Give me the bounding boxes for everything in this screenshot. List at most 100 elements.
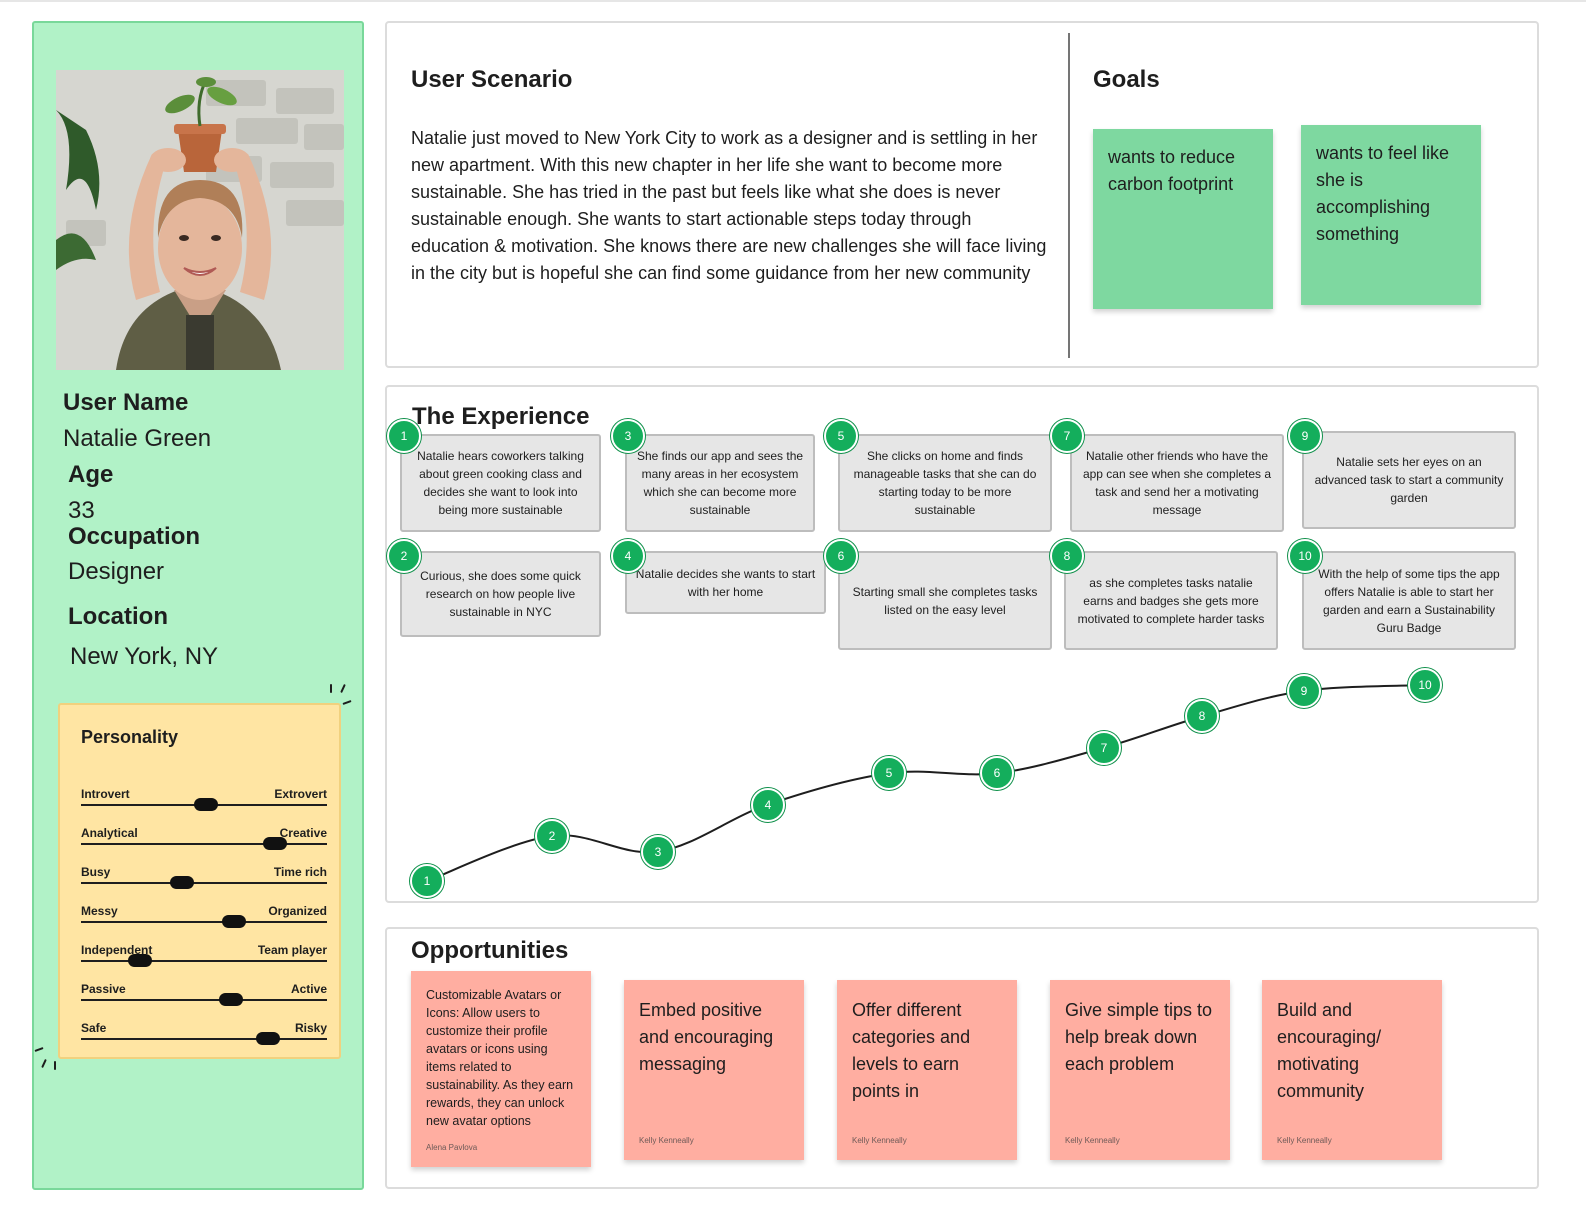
user-name-value: Natalie Green <box>63 425 212 452</box>
journey-point: 9 <box>1287 673 1321 708</box>
sticky-author: Alena Pavlova <box>426 1143 478 1152</box>
experience-step-note[interactable]: Natalie sets her eyes on an advanced tas… <box>1302 431 1516 529</box>
trait-slider-knob[interactable] <box>255 1032 280 1045</box>
sparkle-mark <box>342 700 352 705</box>
trait-right-label: Risky <box>294 1021 327 1035</box>
opportunity-text: Give simple tips to help break down each… <box>1065 1000 1213 1074</box>
sparkle-mark <box>34 1047 44 1052</box>
experience-step-note[interactable]: Curious, she does some quick research on… <box>400 551 601 637</box>
journey-point: 2 <box>535 818 569 853</box>
trait-slider-knob[interactable] <box>221 915 246 928</box>
step-number-badge: 4 <box>611 539 645 573</box>
trait-right-label: Time rich <box>273 865 327 879</box>
scenario-goals-card: User Scenario Natalie just moved to New … <box>385 21 1539 368</box>
goal-sticky[interactable]: wants to feel like she is accomplishing … <box>1301 125 1481 305</box>
opportunity-sticky[interactable]: Offer different categories and levels to… <box>837 980 1017 1160</box>
trait-left-label: Messy <box>81 904 118 918</box>
location-value: New York, NY <box>70 643 219 670</box>
personality-trait: Analytical Creative <box>81 826 327 856</box>
trait-slider-track <box>81 921 327 923</box>
opportunities-title: Opportunities <box>411 937 569 964</box>
experience-card: The Experience Natalie hears coworkers t… <box>385 385 1539 903</box>
step-number-badge: 10 <box>1288 539 1322 573</box>
sparkle-mark <box>330 684 332 693</box>
user-name-label: User Name <box>63 389 189 416</box>
personality-trait: Passive Active <box>81 982 327 1012</box>
personality-title: Personality <box>81 727 179 747</box>
trait-right-label: Organized <box>268 904 327 918</box>
trait-left-label: Passive <box>81 982 126 996</box>
journey-point: 10 <box>1408 668 1442 702</box>
opportunity-text: Embed positive and encouraging messaging <box>639 1000 774 1074</box>
age-value: 33 <box>68 497 95 524</box>
sticky-author: Kelly Kenneally <box>1065 1136 1120 1145</box>
trait-right-label: Active <box>290 982 327 996</box>
step-number-badge: 6 <box>824 539 858 573</box>
step-number-badge: 3 <box>611 419 645 453</box>
opportunity-sticky[interactable]: Customizable Avatars or Icons: Allow use… <box>411 971 591 1167</box>
trait-slider-track <box>81 882 327 884</box>
personality-trait: Busy Time rich <box>81 865 327 895</box>
trait-slider-knob[interactable] <box>263 837 288 850</box>
sticky-author: Kelly Kenneally <box>852 1136 907 1145</box>
trait-right-label: Creative <box>279 826 327 840</box>
trait-right-label: Team player <box>257 943 327 957</box>
trait-left-label: Introvert <box>81 787 130 801</box>
sparkle-mark <box>54 1061 56 1070</box>
experience-step-note[interactable]: Starting small she completes tasks liste… <box>838 551 1052 650</box>
journey-point: 6 <box>980 756 1014 791</box>
journey-point: 3 <box>641 834 675 869</box>
trait-right-label: Extrovert <box>274 787 327 801</box>
experience-step-note[interactable]: She finds our app and sees the many area… <box>625 434 815 532</box>
experience-step-note[interactable]: Natalie decides she wants to start with … <box>625 551 826 614</box>
sparkle-mark <box>41 1058 47 1069</box>
opportunity-sticky[interactable]: Give simple tips to help break down each… <box>1050 980 1230 1160</box>
opportunity-sticky[interactable]: Build and encouraging/ motivating commun… <box>1262 980 1442 1160</box>
trait-slider-knob[interactable] <box>194 798 219 811</box>
sticky-author: Kelly Kenneally <box>639 1136 694 1145</box>
sticky-author: Kelly Kenneally <box>1277 1136 1332 1145</box>
trait-slider-track <box>81 1038 327 1040</box>
trait-left-label: Analytical <box>81 826 138 840</box>
experience-step-note[interactable]: She clicks on home and finds manageable … <box>838 434 1052 532</box>
trait-slider-knob[interactable] <box>219 993 244 1006</box>
experience-step-note[interactable]: Natalie other friends who have the app c… <box>1070 434 1284 532</box>
trait-slider-track <box>81 999 327 1001</box>
goals-title: Goals <box>1093 66 1160 93</box>
goal-sticky[interactable]: wants to reduce carbon footprint <box>1093 129 1273 309</box>
trait-slider-track <box>81 960 327 962</box>
opportunity-text: Offer different categories and levels to… <box>852 1000 971 1101</box>
personality-trait: Introvert Extrovert <box>81 787 327 817</box>
step-number-badge: 5 <box>824 419 858 453</box>
experience-title: The Experience <box>412 403 590 430</box>
persona-photo-illustration <box>56 70 344 370</box>
personality-trait: Messy Organized <box>81 904 327 934</box>
age-label: Age <box>68 461 114 488</box>
journey-point: 7 <box>1087 730 1121 765</box>
journey-point: 4 <box>751 787 785 822</box>
scenario-text: Natalie just moved to New York City to w… <box>411 128 1047 283</box>
step-number-badge: 1 <box>387 419 421 453</box>
occupation-label: Occupation <box>68 523 201 550</box>
journey-point: 8 <box>1185 699 1219 734</box>
trait-left-label: Busy <box>81 865 111 879</box>
trait-slider-track <box>81 843 327 845</box>
step-number-badge: 9 <box>1288 419 1322 453</box>
opportunities-card: Opportunities Customizable Avatars or Ic… <box>385 927 1539 1189</box>
divider <box>1068 33 1070 358</box>
experience-step-note[interactable]: Natalie hears coworkers talking about gr… <box>400 434 601 532</box>
journey-line <box>426 684 1426 882</box>
journey-point: 1 <box>410 864 444 898</box>
experience-step-note[interactable]: as she completes tasks natalie earns and… <box>1064 551 1278 650</box>
trait-left-label: Independent <box>81 943 153 957</box>
trait-left-label: Safe <box>81 1021 107 1035</box>
trait-slider-knob[interactable] <box>128 954 153 967</box>
trait-slider-knob[interactable] <box>169 876 194 889</box>
step-number-badge: 8 <box>1050 539 1084 573</box>
experience-step-note[interactable]: With the help of some tips the app offer… <box>1302 551 1516 650</box>
scenario-title: User Scenario <box>411 66 573 93</box>
opportunity-sticky[interactable]: Embed positive and encouraging messaging… <box>624 980 804 1160</box>
personality-trait: Independent Team player <box>81 943 327 973</box>
step-number-badge: 7 <box>1050 419 1084 453</box>
